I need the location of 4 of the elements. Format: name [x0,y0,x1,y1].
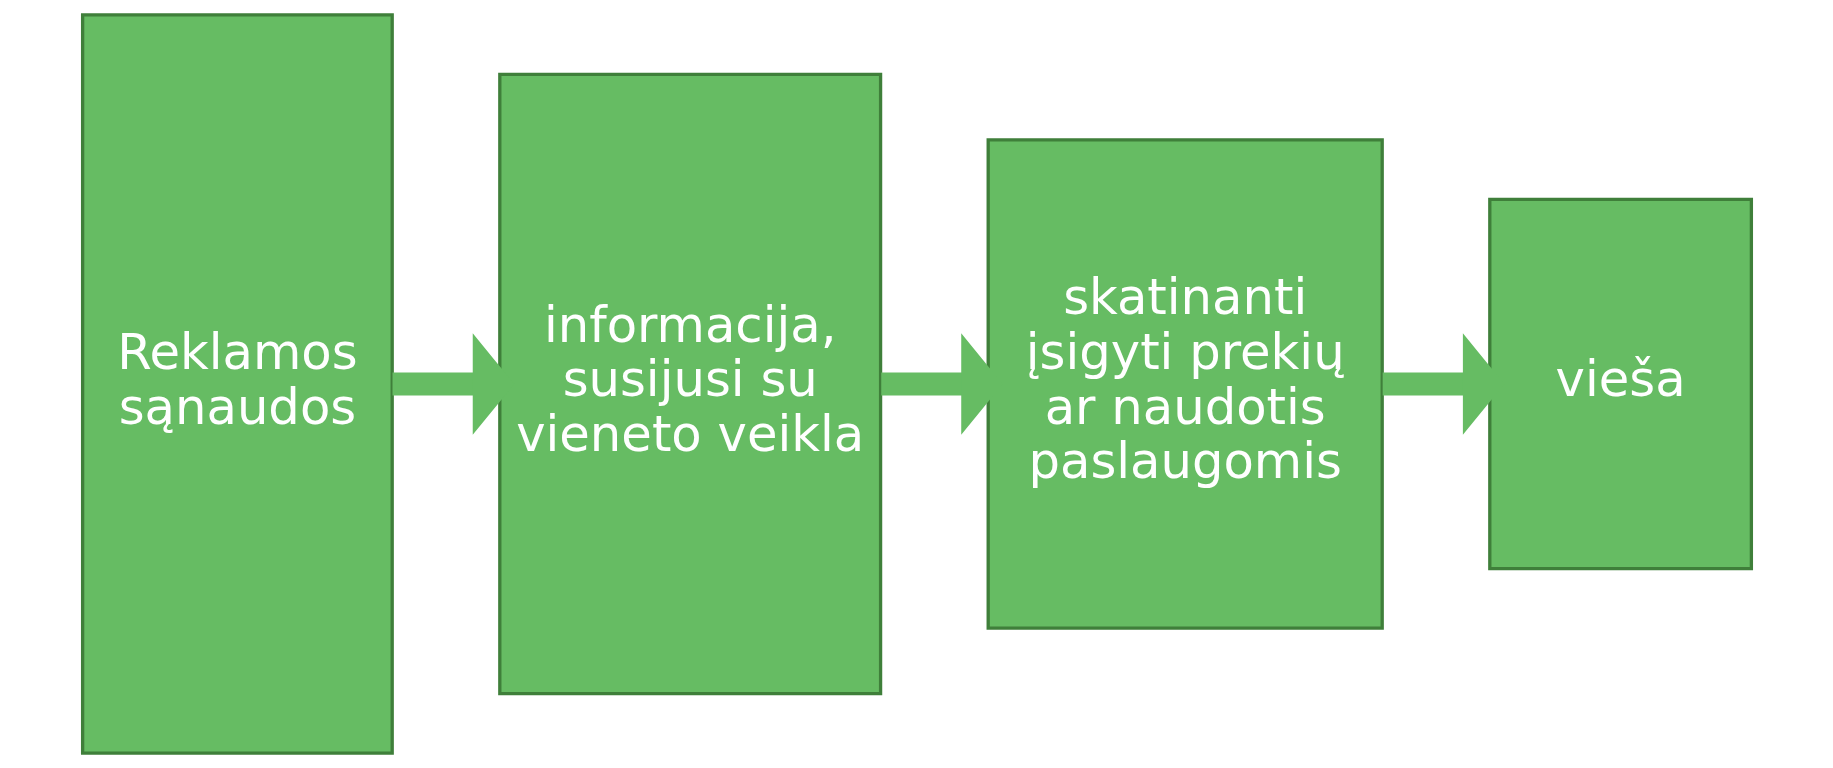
node-box: Reklamos sąnaudos [80,13,394,755]
node-box: skatinanti įsigyti prekių ar naudotis paslaugomis [986,138,1384,630]
node-box: vieša [1487,197,1753,571]
node-box: informacija, susijusi su vieneto veikla [497,72,882,696]
